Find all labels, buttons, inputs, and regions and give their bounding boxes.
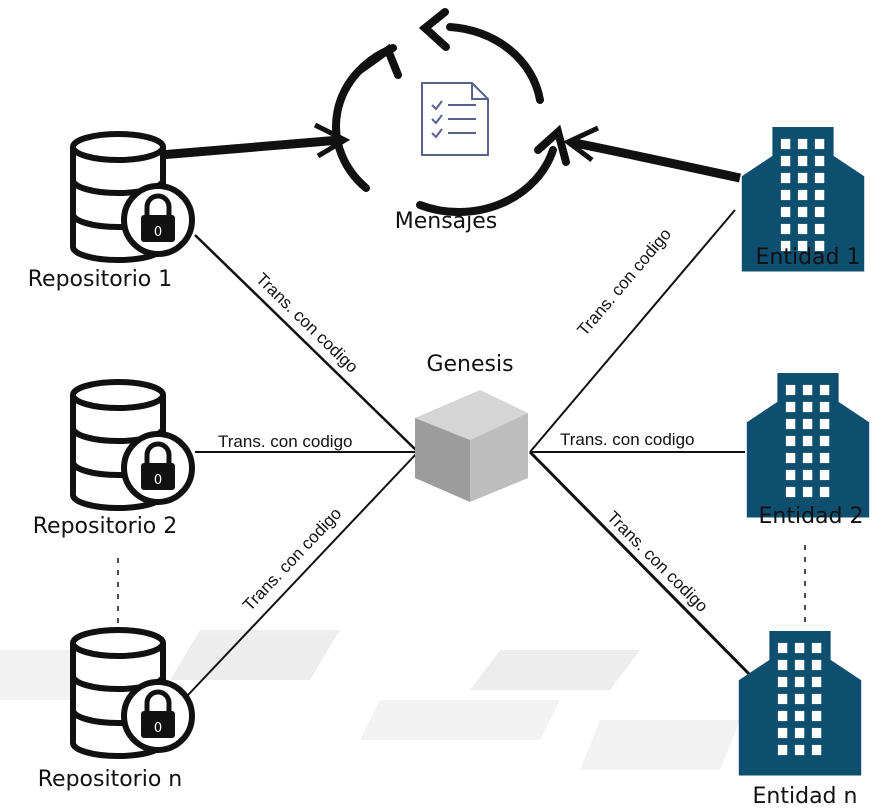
arrow-repo1-to-messages <box>159 135 341 160</box>
arrow-entity1-head-icon <box>563 125 600 162</box>
padlock-icon: 0 <box>124 682 192 750</box>
lock-code: 0 <box>154 225 162 240</box>
genesis-node: Genesis <box>415 352 528 502</box>
padlock-icon: 0 <box>124 186 192 254</box>
edge-repon-genesis <box>187 451 419 696</box>
entity-n: Entidad n <box>738 631 862 809</box>
entity-label: Entidad 1 <box>756 245 861 270</box>
repository-2: 0 Repositorio 2 <box>33 382 192 539</box>
message-flow-arrows <box>159 122 741 183</box>
messages-title: Mensajes <box>395 209 498 234</box>
entity-1: Entidad 1 <box>741 127 865 272</box>
entity-2: Entidad 2 <box>746 373 870 529</box>
building-icon <box>738 631 862 776</box>
connections <box>117 209 806 696</box>
repository-1: 0 Repositorio 1 <box>28 134 192 292</box>
repository-label: Repositorio 1 <box>28 267 173 292</box>
edge-label-repo1: Trans. con codigo <box>252 269 362 376</box>
edge-label-entity2: Trans. con codigo <box>560 430 695 449</box>
repository-label: Repositorio n <box>38 767 182 792</box>
genesis-label: Genesis <box>426 352 513 377</box>
edge-label-entityn: Trans. con codigo <box>603 507 712 616</box>
repository-label: Repositorio 2 <box>33 514 178 539</box>
arrow-entity1-to-messages <box>569 137 741 183</box>
padlock-icon: 0 <box>124 434 192 502</box>
edge-entityn-genesis <box>528 450 757 682</box>
cube-icon <box>415 390 528 502</box>
cycle-arrows-icon <box>332 8 570 217</box>
entity-label: Entidad n <box>753 784 858 809</box>
document-checklist-icon <box>421 82 489 156</box>
arrow-repo1-head-icon <box>313 122 351 159</box>
edge-repo1-genesis <box>194 234 419 453</box>
entity-label: Entidad 2 <box>759 504 864 529</box>
lock-code: 0 <box>154 473 162 488</box>
repository-n: 0 Repositorio n <box>38 630 192 792</box>
lock-code: 0 <box>154 721 162 736</box>
edge-label-entity1: Trans. con codigo <box>574 225 675 340</box>
edge-entity1-genesis <box>529 209 736 453</box>
edge-label-repon: Trans. con codigo <box>239 504 345 615</box>
building-icon <box>746 373 870 518</box>
edge-label-repo2: Trans. con codigo <box>218 432 353 451</box>
